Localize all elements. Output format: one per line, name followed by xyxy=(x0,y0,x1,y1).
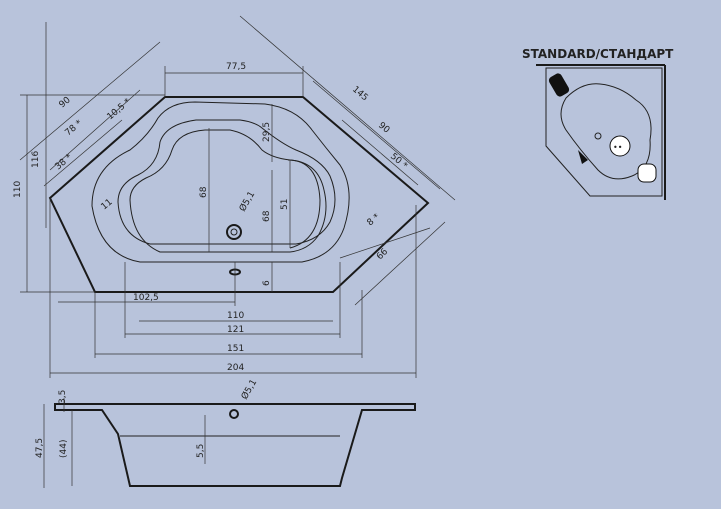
dim-90-right: 90 xyxy=(376,121,391,136)
dim-66: 66 xyxy=(375,247,390,262)
basin-contour xyxy=(129,129,327,253)
drain-icon-mini xyxy=(594,132,602,140)
dim-8: 8 * xyxy=(366,212,383,228)
dim-68-right: 68 xyxy=(262,210,272,222)
dim-78: 78 * xyxy=(64,118,85,138)
seat-step xyxy=(287,159,321,249)
dim-44: (44) xyxy=(59,440,69,458)
dim-3-5: 3,5 xyxy=(58,390,68,404)
side-view: 3,5 47,5 (44) 5,5 Ø5,1 xyxy=(35,377,416,488)
drain-icon xyxy=(226,224,242,240)
top-view: 77,5 145 90 50 * 8 * 66 90 10,5 * 78 * 3… xyxy=(13,15,456,378)
dim-110-vertical: 110 xyxy=(13,181,23,198)
dim-10-5: 10,5 * xyxy=(106,97,134,123)
dim-hole-5-1: Ø5,1 xyxy=(237,189,257,213)
dim-102-5: 102,5 xyxy=(133,293,159,303)
handle-icon xyxy=(637,163,657,183)
dim-51: 51 xyxy=(280,199,290,210)
outer-rim xyxy=(48,96,430,293)
dim-29-5: 29,5 xyxy=(262,122,272,142)
dim-121: 121 xyxy=(227,325,244,335)
headrest-icon xyxy=(548,73,570,97)
inner-rim xyxy=(91,101,350,263)
dim-90-left: 90 xyxy=(58,95,73,110)
dim-110-width: 110 xyxy=(227,311,244,321)
mini-view: STANDARD/СТАНДАРТ •• xyxy=(522,47,674,200)
dim-151: 151 xyxy=(227,344,244,354)
seat-contour xyxy=(117,119,336,245)
standard-title: STANDARD/СТАНДАРТ xyxy=(522,47,674,61)
mini-basin xyxy=(560,83,652,180)
dim-204: 204 xyxy=(227,363,244,373)
side-dim-hole-5-1: Ø5,1 xyxy=(239,377,259,401)
side-rim xyxy=(54,403,416,487)
dim-47-5: 47,5 xyxy=(35,438,45,458)
dim-68-left: 68 xyxy=(199,186,209,198)
mini-outer xyxy=(545,67,663,197)
dim-116: 116 xyxy=(31,151,41,168)
dim-145: 145 xyxy=(350,85,370,104)
side-drain-icon xyxy=(229,409,239,419)
dim-6: 6 xyxy=(262,280,272,286)
jet-icon xyxy=(609,135,631,157)
svg-text:••: •• xyxy=(613,143,622,152)
dim-5-5: 5,5 xyxy=(196,444,206,458)
dim-11: 11 xyxy=(100,197,115,212)
arrow-icon xyxy=(578,150,588,164)
dim-77-5: 77,5 xyxy=(226,62,246,72)
